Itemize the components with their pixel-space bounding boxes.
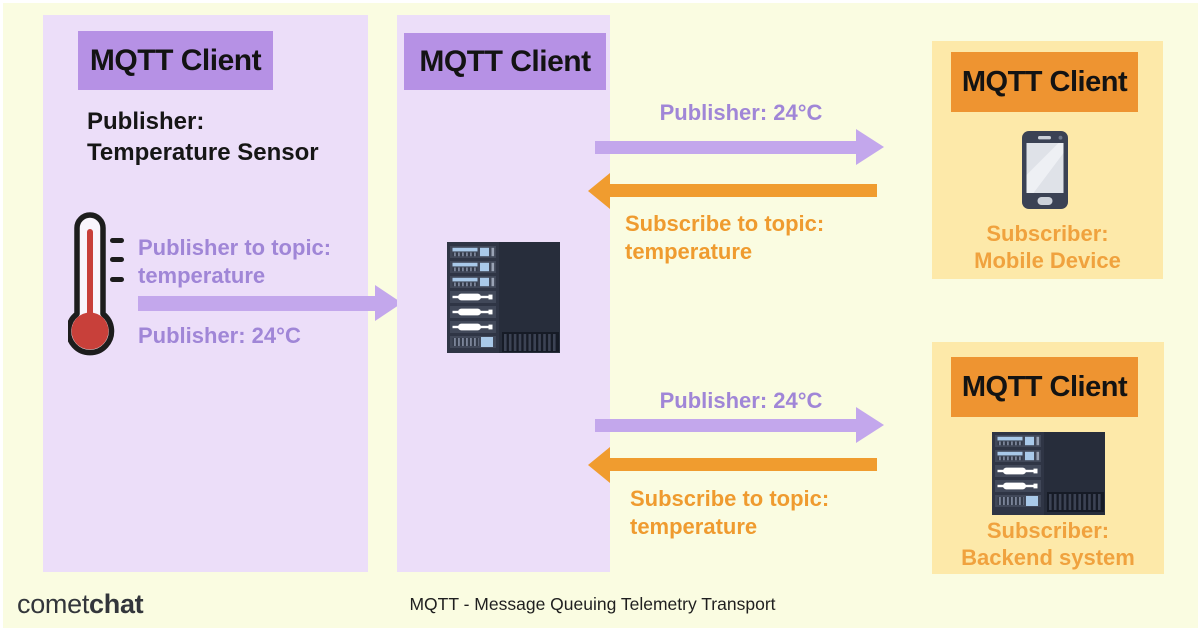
publish-topic-line1: Publisher to topic:: [138, 235, 332, 260]
backend-subscriber-header-label: MQTT Client: [961, 370, 1128, 403]
server-rack-icon: [447, 242, 560, 353]
cometchat-logo: cometchat: [17, 589, 144, 620]
top-publish-arrow-shaft: [595, 141, 858, 154]
top-subscribe-line2: temperature: [625, 239, 753, 264]
top-subscribe-arrow-head: [588, 173, 610, 209]
bottom-publish-arrow-shaft: [595, 419, 858, 432]
backend-subscriber-panel: MQTT Client: [932, 342, 1164, 574]
backend-subscriber-line2: Backend system: [961, 545, 1135, 570]
mobile-subscriber-header-label: MQTT Client: [961, 65, 1128, 98]
bottom-subscribe-arrow-head: [588, 447, 610, 483]
top-subscribe-line1: Subscribe to topic:: [625, 211, 825, 236]
mobile-phone-icon: [1022, 131, 1068, 209]
mobile-subscriber-line2: Mobile Device: [974, 248, 1121, 273]
publish-value-label: Publisher: 24°C: [138, 323, 301, 348]
bottom-subscribe-label: Subscribe to topic: temperature: [630, 485, 890, 541]
bottom-subscribe-line2: temperature: [630, 514, 758, 539]
mobile-subscriber-label: Subscriber: Mobile Device: [932, 220, 1163, 274]
publish-topic-line2: temperature: [138, 263, 266, 288]
bottom-subscribe-arrow-shaft: [609, 458, 877, 471]
mobile-subscriber-panel: MQTT Client Subscriber: Mobile Device: [932, 41, 1163, 279]
top-subscribe-label: Subscribe to topic: temperature: [625, 210, 885, 266]
publisher-client-header-label: MQTT Client: [89, 43, 262, 77]
bottom-subscribe-line1: Subscribe to topic:: [630, 486, 830, 511]
publisher-client-panel: MQTT Client Publisher: Temperature Senso…: [43, 15, 368, 572]
logo-regular-part: comet: [17, 589, 90, 619]
bottom-publish-arrow-head: [856, 407, 884, 443]
mobile-subscriber-header: MQTT Client: [951, 52, 1138, 112]
publisher-client-header: MQTT Client: [78, 31, 273, 90]
broker-client-panel: MQTT Client: [397, 15, 610, 572]
backend-subscriber-header: MQTT Client: [951, 357, 1138, 417]
top-subscribe-arrow-shaft: [609, 184, 877, 197]
backend-subscriber-label: Subscriber: Backend system: [932, 517, 1164, 571]
backend-subscriber-line1: Subscriber:: [986, 518, 1110, 543]
publisher-role-label: Publisher: Temperature Sensor: [87, 106, 357, 168]
publish-arrow-left-shaft: [138, 296, 378, 311]
publisher-role-line1: Publisher:: [87, 108, 205, 135]
broker-client-header-label: MQTT Client: [419, 44, 591, 78]
mobile-subscriber-line1: Subscriber:: [986, 221, 1109, 246]
thermometer-icon: [68, 212, 124, 356]
publisher-role-line2: Temperature Sensor: [87, 139, 319, 166]
server-rack-icon: [992, 432, 1105, 515]
publish-topic-label: Publisher to topic: temperature: [138, 234, 358, 290]
logo-bold-part: chat: [89, 589, 144, 619]
bottom-publish-label: Publisher: 24°C: [659, 388, 823, 413]
top-publish-arrow-head: [856, 129, 884, 165]
diagram-caption: MQTT - Message Queuing Telemetry Transpo…: [409, 594, 776, 614]
broker-client-header: MQTT Client: [404, 33, 606, 90]
top-publish-label: Publisher: 24°C: [659, 100, 823, 125]
